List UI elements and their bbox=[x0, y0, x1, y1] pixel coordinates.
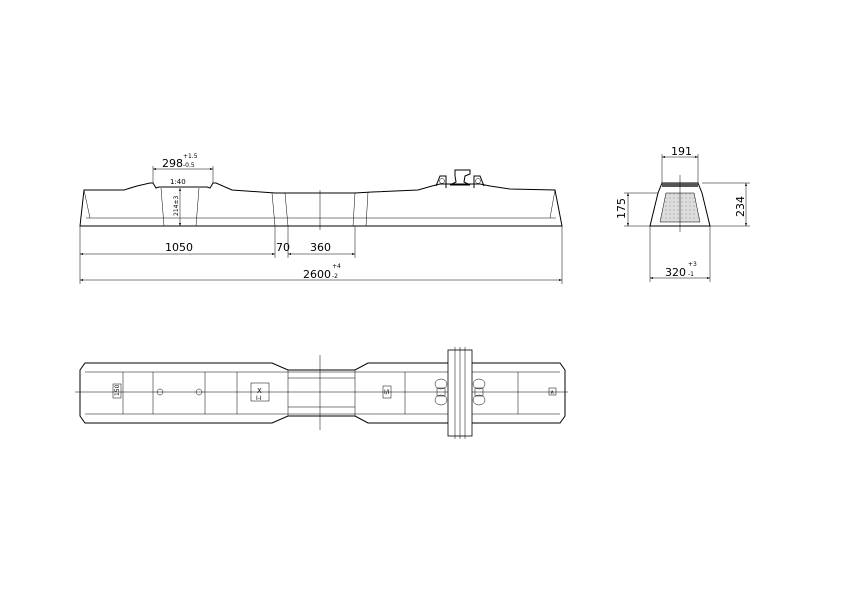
svg-text:-0.5: -0.5 bbox=[183, 162, 195, 169]
rail-profile bbox=[435, 169, 485, 188]
side-elevation: 298 +1.5 -0.5 1:40 214±3 1050 70 360 260… bbox=[79, 153, 563, 284]
svg-text:+4: +4 bbox=[332, 263, 341, 270]
sleeper-outline bbox=[79, 182, 563, 227]
svg-text:I-I: I-I bbox=[256, 395, 262, 402]
rail-plan bbox=[447, 347, 473, 439]
end-base-dim: 320 bbox=[665, 266, 686, 279]
plan-mark-150: 150 bbox=[114, 384, 121, 396]
dim-1050: 1050 bbox=[165, 241, 193, 254]
plan-mark-end: ∧ bbox=[550, 389, 554, 396]
dim-70: 70 bbox=[276, 241, 290, 254]
dim-360: 360 bbox=[310, 241, 331, 254]
end-view: 191 175 234 320 +3 -1 bbox=[615, 145, 750, 282]
plan-view: 150 X I-I I/I ∧ bbox=[75, 347, 568, 439]
plan-mark-x: X bbox=[257, 387, 262, 395]
svg-text:-1: -1 bbox=[688, 271, 694, 278]
plan-mark-ii: I/I bbox=[384, 389, 390, 396]
svg-text:-2: -2 bbox=[332, 273, 338, 280]
overall-length: 2600 bbox=[303, 268, 331, 281]
svg-text:+1.5: +1.5 bbox=[183, 153, 198, 160]
end-left-height: 175 bbox=[615, 198, 628, 219]
svg-text:+3: +3 bbox=[688, 261, 697, 268]
end-top-dim: 191 bbox=[671, 145, 692, 158]
height-label: 214±3 bbox=[173, 196, 180, 216]
slope-label: 1:40 bbox=[170, 178, 186, 186]
rail-fastening-left bbox=[434, 378, 448, 406]
rail-fastening-right bbox=[472, 378, 486, 406]
top-width-label: 298 bbox=[162, 157, 183, 170]
end-right-height: 234 bbox=[734, 196, 747, 217]
